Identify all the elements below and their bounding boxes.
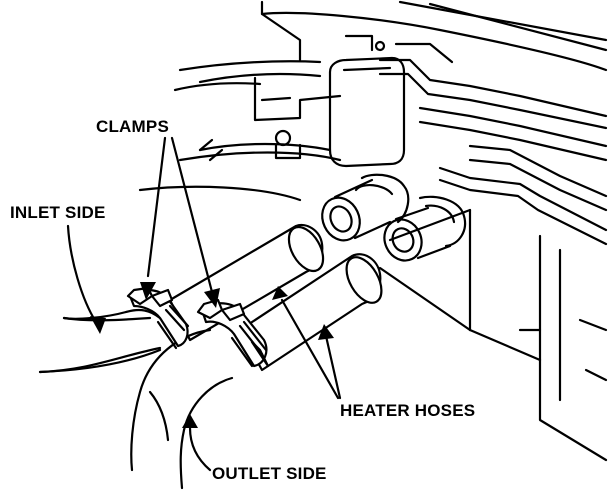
firewall-background <box>138 0 608 462</box>
inlet-side-label: INLET SIDE <box>10 203 106 222</box>
arrow-outlet <box>182 414 198 428</box>
arrow-inlet <box>90 316 106 334</box>
heater-hose-outlet <box>130 253 383 490</box>
arrow-clamp-lower <box>204 288 220 308</box>
outlet-side-label: OUTLET SIDE <box>212 464 327 483</box>
leader-lines <box>66 136 342 472</box>
arrow-hose-lower <box>318 324 334 340</box>
clamp-lower <box>196 298 270 368</box>
heater-hoses-label: HEATER HOSES <box>340 401 476 420</box>
arrowheads <box>90 282 334 428</box>
arrow-hose-upper <box>272 286 288 300</box>
heater-core-pipes <box>321 173 467 262</box>
clamps-label: CLAMPS <box>96 117 169 136</box>
arrow-clamp-upper <box>140 282 156 300</box>
